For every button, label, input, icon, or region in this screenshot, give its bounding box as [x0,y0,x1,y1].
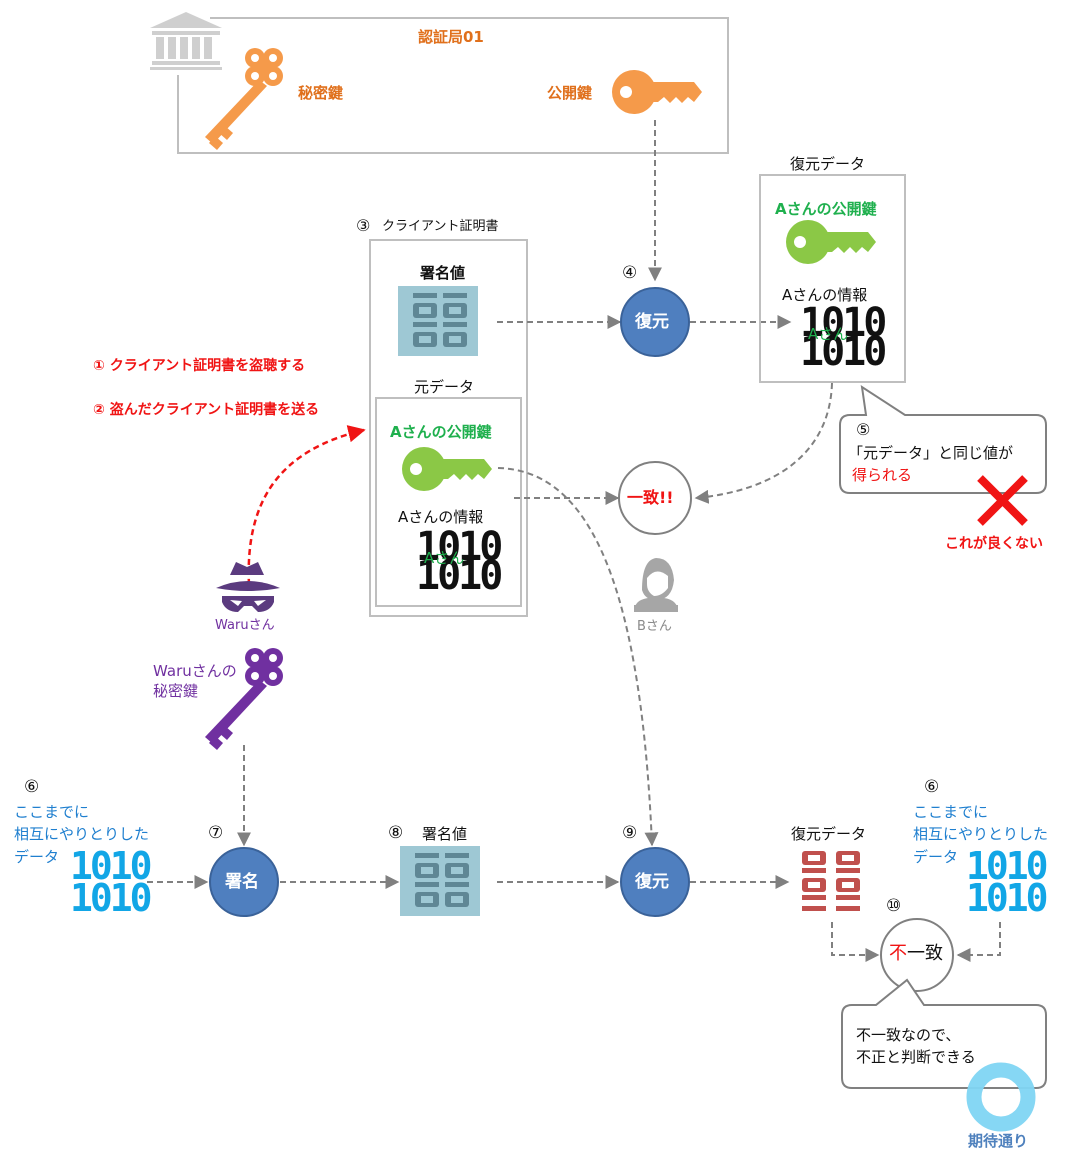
original-public-key-label: Aさんの公開鍵 [390,423,492,441]
restored-data-box [759,174,906,383]
step-5: ⑤ [856,420,871,439]
circle-ok-icon [966,1062,1036,1132]
client-certificate-box [369,239,528,617]
arrow-data-to-mismatch [956,922,1001,962]
exchanged-right-binary-bottom: 1010 [966,876,1048,920]
restored-data-title: 復元データ [790,155,866,173]
restored-garbled-data-icon [802,851,860,911]
waru-key-label-line2: 秘密鍵 [153,682,199,700]
restored-a-public-key-icon [786,220,876,264]
match-node [618,461,692,535]
spy-hat-icon [216,562,280,612]
restore-top-label: 復元 [635,312,669,332]
ca-public-key-icon [612,70,702,114]
exchanged-right-line2: 相互にやりとりした [913,825,1049,843]
original-data-box [375,397,522,607]
restored-info-label: Aさんの情報 [782,286,868,304]
exchanged-right-line3: データ [913,848,959,866]
ca-private-key-label: 秘密鍵 [298,84,344,102]
cross-mark-icon [977,475,1028,526]
mismatch-node [880,918,954,992]
callout-bottom-line1: 不一致なので、 [856,1026,961,1044]
exchanged-left-line3: データ [14,848,60,866]
step-8: ⑧ [388,823,404,843]
callout-bottom-line2: 不正と判断できる [856,1048,976,1066]
step-7: ⑦ [208,823,224,843]
attacker-name: Waruさん [215,618,275,633]
original-data-title: 元データ [414,378,475,396]
restored-binary-overlay: Aさん [808,325,849,343]
mismatch-label: 不一致 [889,943,943,965]
restored-public-key-label: Aさんの公開鍵 [775,200,877,218]
original-binary-top: 1010 [416,524,503,570]
signature-label: 署名値 [420,264,466,282]
client-certificate-title: クライアント証明書 [382,219,499,234]
ca-title: 認証局01 [418,28,484,46]
ca-public-key-label: 公開鍵 [547,84,593,102]
step-4: ④ [622,263,638,283]
a-public-key-icon [402,447,492,491]
callout-top-line2: 得られる [852,466,913,484]
restore-node-top [620,287,690,357]
callout-bottom [841,978,1047,1089]
restore-node-bottom [620,847,690,917]
exchanged-left-line1: ここまでに [14,803,90,821]
original-binary-overlay: Aさん [424,549,465,567]
mismatch-label-black: 一致 [907,943,943,964]
sign-node [209,847,279,917]
step-6-right: ⑥ [924,777,940,797]
exchanged-left-binary-top: 1010 [70,844,152,888]
sign-label: 署名 [225,872,259,892]
exchanged-left-binary-bottom: 1010 [70,876,152,920]
arrow-attacker-sends-certificate [247,425,366,586]
bank-building-icon [140,0,222,75]
arrow-restored-to-match [694,382,833,504]
mismatch-label-red: 不 [889,943,907,964]
original-binary-bottom: 1010 [416,553,503,599]
signature-value-bottom-icon [400,846,480,916]
step-9: ⑨ [622,823,638,843]
exchanged-left-line2: 相互にやりとりした [14,825,150,843]
waru-key-label-line1: Waruさんの [153,662,237,680]
signature-bottom-label: 署名値 [422,825,468,843]
arrow-public-key-to-restore-bottom [497,467,659,847]
restored-binary-top: 1010 [800,300,887,346]
person-female-icon [634,558,678,612]
good-label: 期待通り [968,1132,1029,1150]
exchanged-right-binary-top: 1010 [966,844,1048,888]
callout-top [839,384,1047,494]
callout-top-line1: 「元データ」と同じ値が [848,444,1014,462]
bad-label: これが良くない [945,536,1043,552]
arrow-restored-to-mismatch [831,922,880,962]
restore-bottom-label: 復元 [635,872,669,892]
match-label: 一致!! [627,488,674,507]
step-3: ③ [356,216,371,235]
exchanged-right-line1: ここまでに [913,803,989,821]
step-10: ⑩ [886,896,902,916]
restored-binary-bottom: 1010 [800,329,887,375]
person-b-label: Bさん [637,619,672,634]
attacker-step2: ② 盗んだクライアント証明書を送る [93,402,320,418]
certificate-authority-box [177,17,729,154]
attacker-step1: ① クライアント証明書を盗聴する [93,358,306,374]
restored-bottom-title: 復元データ [791,825,867,843]
step-6-left: ⑥ [24,777,40,797]
signature-value-icon [398,286,478,356]
original-info-label: Aさんの情報 [398,508,484,526]
